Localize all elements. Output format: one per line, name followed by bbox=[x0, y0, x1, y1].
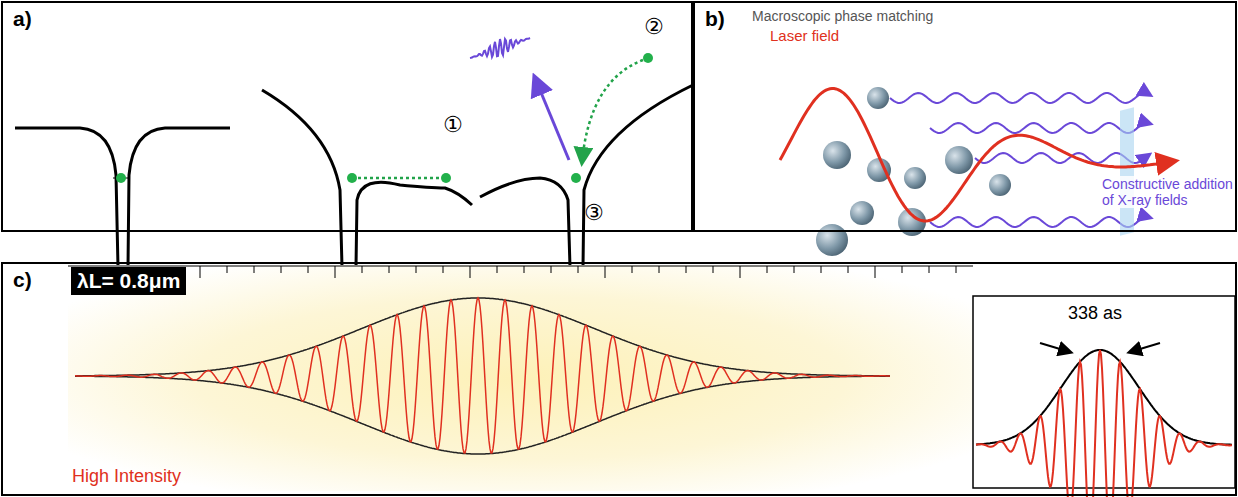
potential-curves bbox=[15, 85, 693, 267]
panel-frame: c) λL= 0.8μm bbox=[1, 262, 1237, 496]
callout-number: ② bbox=[644, 14, 664, 40]
intensity-label: High Intensity bbox=[72, 466, 181, 487]
xray-label: Constructive addition of X-ray fields bbox=[1102, 176, 1234, 208]
panel-letter: c) bbox=[13, 268, 32, 292]
xray-packet bbox=[470, 38, 530, 58]
panel-letter: a) bbox=[13, 7, 32, 31]
panel-letter: b) bbox=[705, 7, 725, 31]
callout-number: ③ bbox=[584, 200, 604, 226]
panel-frame: a) bbox=[1, 1, 693, 232]
laser-label: Laser field bbox=[770, 27, 839, 44]
wavelength-tag: λL= 0.8μm bbox=[71, 267, 186, 295]
duration-label: 338 as bbox=[1068, 303, 1122, 324]
wavelength-text: λL= 0.8μm bbox=[77, 269, 180, 292]
caption-text: Macroscopic phase matching bbox=[752, 8, 933, 24]
callout-number: ① bbox=[443, 112, 463, 138]
